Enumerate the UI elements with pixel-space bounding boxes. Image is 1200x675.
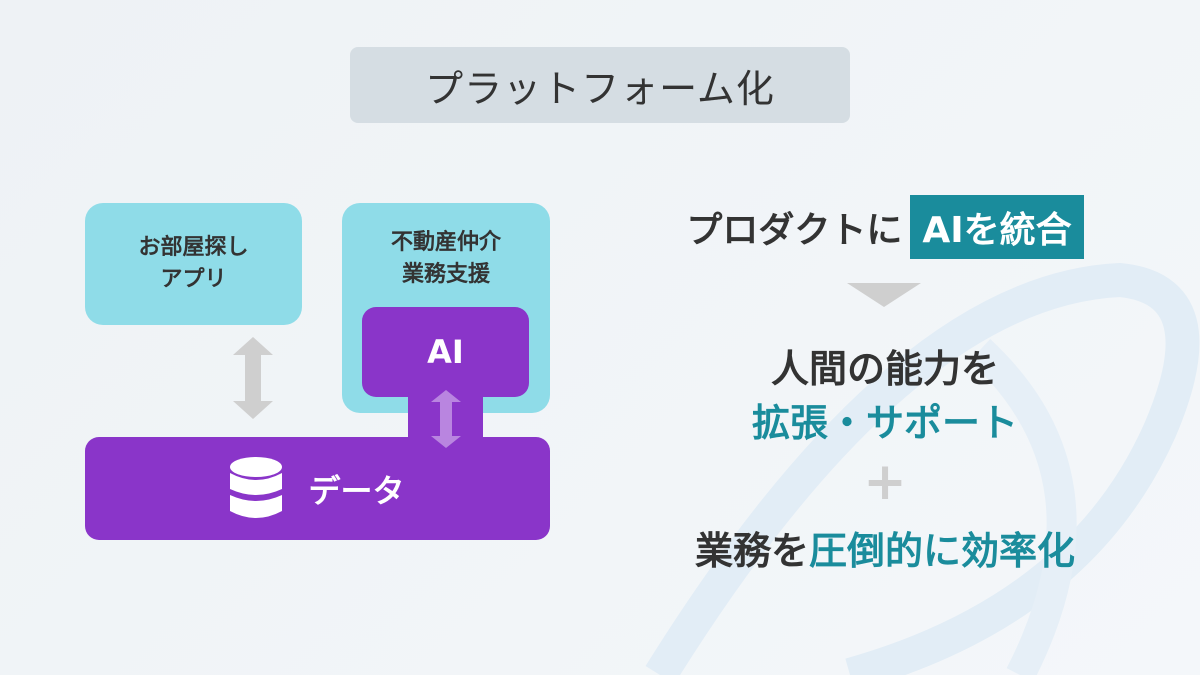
database-icon: [230, 456, 283, 518]
ai-box: AI: [362, 307, 529, 397]
down-triangle-icon: [847, 283, 921, 307]
app-box-line2: アプリ: [160, 267, 227, 292]
broker-box-line1: 不動産仲介: [390, 230, 501, 255]
line1-highlight: AIを統合: [910, 194, 1084, 259]
line4-prefix: 業務を: [694, 529, 809, 573]
app-box: お部屋探しアプリ: [85, 203, 302, 325]
data-bar: データ: [85, 437, 550, 540]
ai-label: AI: [427, 333, 464, 371]
data-label: データ: [308, 471, 405, 510]
background-logo-watermark: [645, 262, 1200, 675]
message-line3: 拡張・サポート: [751, 401, 1018, 445]
page-title: プラットフォーム化: [350, 47, 850, 123]
ai-data-arrow-icon: [431, 390, 461, 448]
plus-sign: +: [863, 452, 907, 512]
line1-prefix: プロダクトに: [686, 209, 903, 251]
double-arrow-vertical-icon: [233, 337, 273, 419]
app-box-line1: お部屋探し: [138, 235, 249, 260]
message-line4: 業務を圧倒的に効率化: [635, 520, 1135, 575]
line4-highlight: 圧倒的に効率化: [809, 529, 1076, 573]
message-line1: プロダクトに AIを統合: [635, 194, 1135, 259]
message-line2: 人間の能力を: [770, 347, 999, 391]
broker-box-line2: 業務支援: [401, 262, 490, 287]
